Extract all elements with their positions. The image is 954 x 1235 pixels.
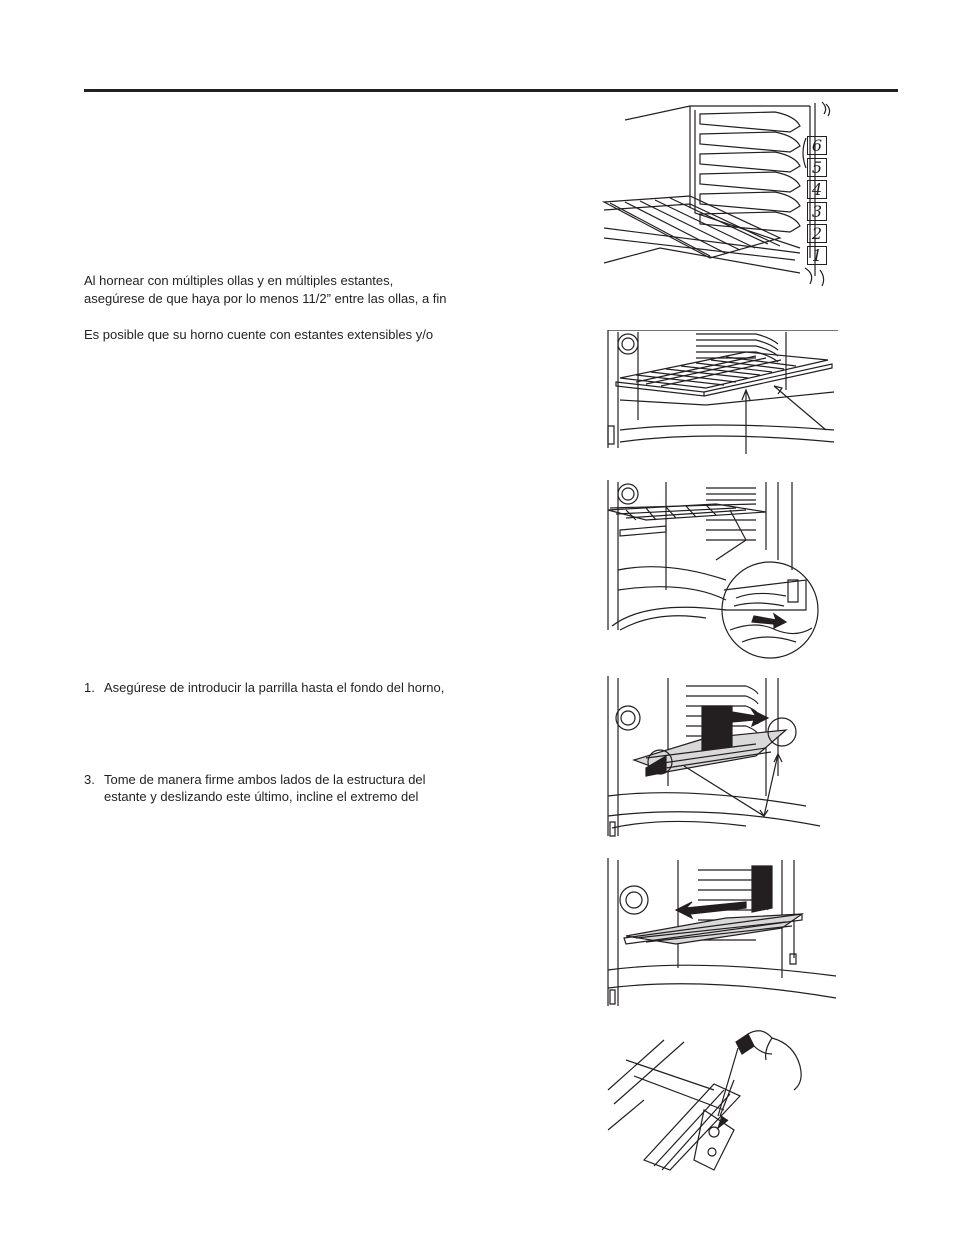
extension-rack-illustration bbox=[606, 330, 838, 456]
rack-position-4: 4 bbox=[807, 180, 827, 199]
rack-position-6: 6 bbox=[807, 136, 827, 155]
step-3: 3. Tome de manera firme ambos lados de la… bbox=[84, 771, 426, 805]
figure-screwdriver bbox=[604, 1020, 816, 1186]
rack-insert-illustration bbox=[606, 858, 838, 1008]
rack-tilt-lift-illustration bbox=[606, 676, 826, 840]
figure-rack-positions: 6 5 4 3 2 1 bbox=[600, 98, 836, 288]
paragraph-extension-racks: Es posible que su horno cuente con estan… bbox=[84, 327, 434, 342]
step-3-text-line2: estante y deslizando este último, inclin… bbox=[104, 789, 419, 804]
step-1-number: 1. bbox=[84, 680, 95, 695]
step-3-number: 3. bbox=[84, 772, 95, 787]
screwdriver-rack-illustration bbox=[604, 1020, 816, 1186]
paragraph-multiple-pans-line1: Al hornear con múltiples ollas y en múlt… bbox=[84, 273, 394, 288]
rack-position-1: 1 bbox=[807, 246, 827, 265]
step-1: 1. Asegúrese de introducir la parrilla ha… bbox=[84, 679, 444, 696]
rack-removal-zoom-illustration bbox=[606, 480, 838, 662]
oven-rack-positions-illustration bbox=[600, 98, 836, 288]
rack-position-2: 2 bbox=[807, 224, 827, 243]
step-3-text-line1: Tome de manera firme ambos lados de la e… bbox=[104, 772, 426, 787]
rack-position-5: 5 bbox=[807, 158, 827, 177]
figure-extension-rack bbox=[606, 330, 838, 456]
figure-rack-removal bbox=[606, 480, 838, 662]
header-rule bbox=[84, 89, 898, 92]
figure-rack-insert bbox=[606, 858, 838, 1008]
rack-position-3: 3 bbox=[807, 202, 827, 221]
step-1-text: Asegúrese de introducir la parrilla hast… bbox=[104, 680, 445, 695]
paragraph-multiple-pans-line2: asegúrese de que haya por lo menos 11/2”… bbox=[84, 291, 447, 306]
figure-rack-tilt bbox=[606, 676, 826, 840]
